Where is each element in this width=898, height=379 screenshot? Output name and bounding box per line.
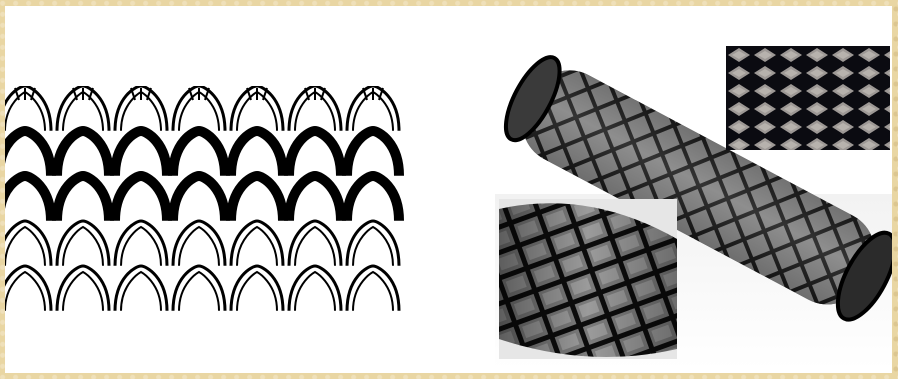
knit-loop-inner (179, 227, 219, 266)
knit-loop-inner (295, 272, 335, 311)
braid-closeup-top (726, 46, 890, 150)
knit-loop (231, 176, 283, 221)
knit-loop (115, 131, 167, 176)
knit-loop (57, 176, 109, 221)
knit-loop-inner (5, 272, 45, 311)
braid-closeup-bottom (499, 199, 677, 359)
knit-loop (347, 131, 399, 176)
knit-loop (5, 131, 51, 176)
knit-loop (173, 131, 225, 176)
knit-loop (173, 176, 225, 221)
knit-loop-inner (237, 227, 277, 266)
knit-loop-inner (353, 272, 393, 311)
knit-loop-inner (295, 227, 335, 266)
knit-loop (289, 176, 341, 221)
knit-loop-inner (63, 272, 103, 311)
knit-loop-inner (121, 227, 161, 266)
knit-loop-inner (237, 272, 277, 311)
knit-loop (5, 176, 51, 221)
knit-loop-diagram (5, 86, 425, 344)
knit-loop-inner (353, 227, 393, 266)
knit-loop-inner (179, 272, 219, 311)
knit-loop (289, 131, 341, 176)
knit-loop (115, 176, 167, 221)
knit-loop-inner (121, 272, 161, 311)
knit-loop-inner (5, 227, 45, 266)
knit-loop (231, 131, 283, 176)
knit-loop (57, 131, 109, 176)
figure-canvas (5, 6, 892, 373)
knit-loop (347, 176, 399, 221)
knit-loop-inner (63, 227, 103, 266)
